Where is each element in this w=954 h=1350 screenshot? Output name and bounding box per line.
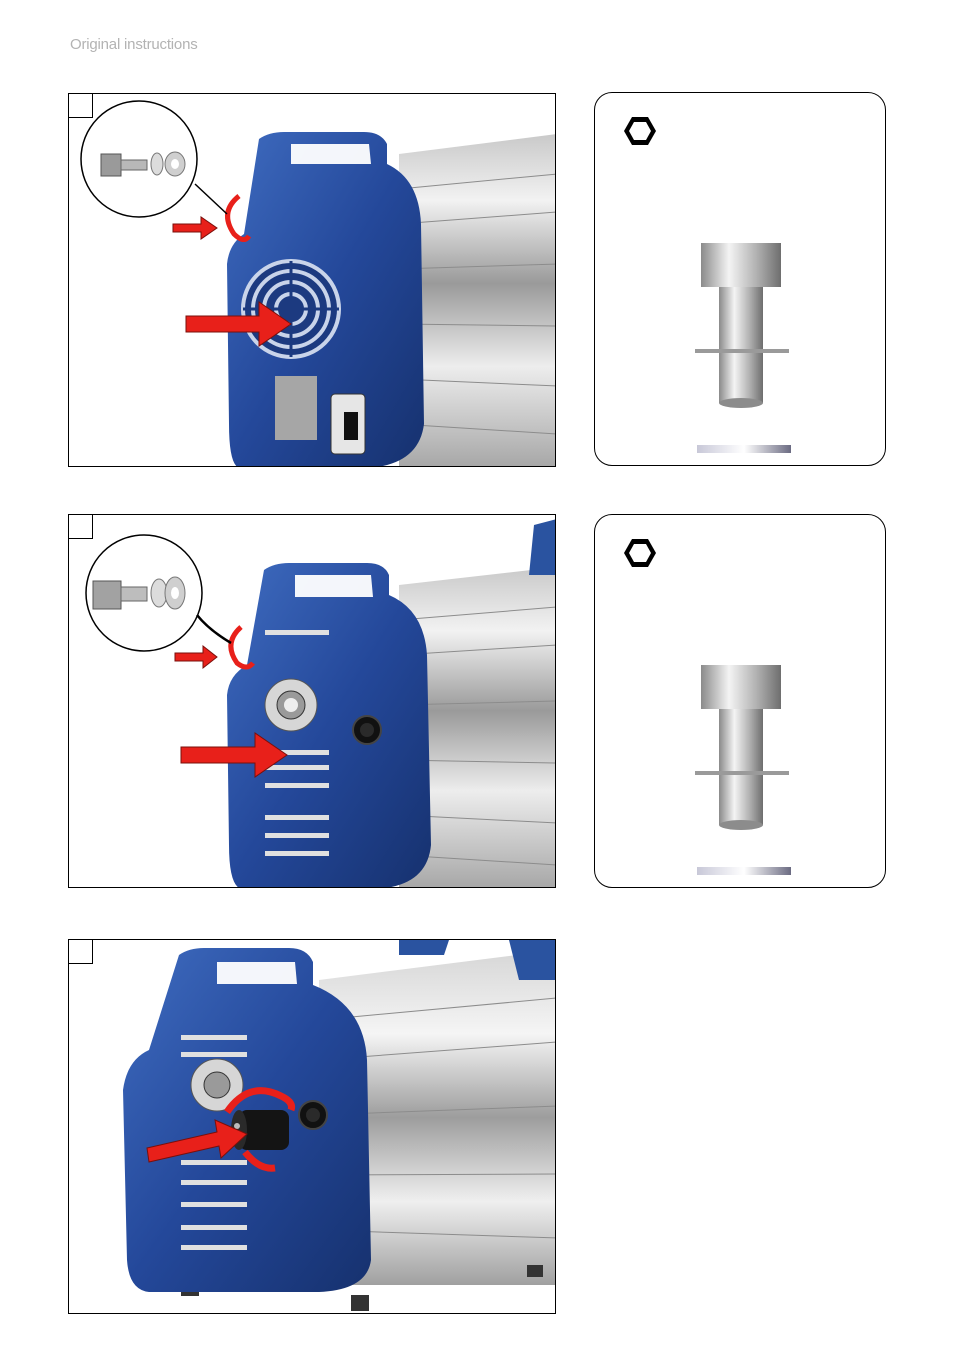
screw-part (701, 665, 781, 830)
flange (265, 679, 317, 731)
arrow-red-small (173, 217, 217, 239)
step-number-box (69, 94, 93, 118)
step-3-figure (68, 939, 556, 1314)
arrow-red-small (175, 646, 217, 668)
step-number-box (69, 940, 93, 964)
washer-on-screw (695, 349, 789, 353)
part-box-1 (594, 92, 886, 466)
part-box-2 (594, 514, 886, 888)
page-header: Original instructions (70, 36, 198, 53)
step-2-figure (68, 514, 556, 888)
screw-part (701, 243, 781, 408)
hex-socket-icon (624, 539, 656, 567)
step-1-figure (68, 93, 556, 467)
washer-part (697, 867, 791, 875)
hex-socket-icon (624, 117, 656, 145)
step-number-box (69, 515, 93, 539)
connector-component (231, 1110, 289, 1150)
washer-part (697, 445, 791, 453)
washer-on-screw (695, 771, 789, 775)
